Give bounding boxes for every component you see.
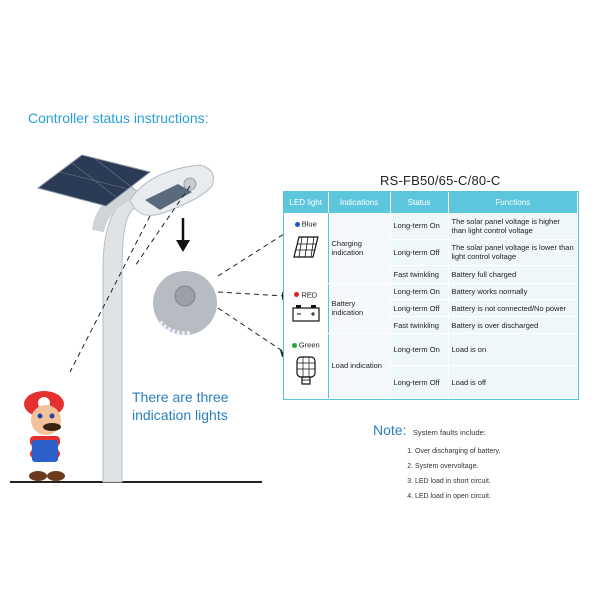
table-row: Fast twinkling Battery is over discharge… (284, 316, 578, 334)
status-cell: Long-term Off (390, 365, 449, 399)
table-row: Long-term Off Battery is not connected/N… (284, 299, 578, 318)
status-table: LED light Indications Status Functions B… (283, 191, 579, 400)
callout-text: There are three indication lights (132, 389, 229, 423)
table-row: Long-term Off Load is off (284, 365, 578, 399)
function-cell: Battery is over discharged (448, 316, 578, 334)
arrow-down-icon (176, 240, 190, 252)
status-cell: Long-term On (390, 333, 449, 367)
led-cell-green: Green (284, 333, 329, 400)
function-cell: Battery works normally (448, 283, 578, 301)
function-cell: Battery full charged (448, 265, 578, 284)
list-item: System overvoltage. (415, 459, 500, 474)
status-cell: Long-term Off (390, 299, 449, 318)
note-title: Note: (373, 422, 407, 438)
list-item: Over discharging of battery. (415, 444, 500, 459)
list-item: LED load in open circuit. (415, 489, 500, 504)
list-item: LED load in short circuit. (415, 474, 500, 489)
led-label: RED (301, 290, 318, 300)
led-label: Blue (301, 219, 317, 229)
red-dot-icon (294, 292, 300, 298)
status-cell: Long-term Off (390, 239, 449, 266)
page-title: Controller status instructions: (28, 110, 209, 126)
blue-dot-icon (294, 221, 300, 227)
indication-cell: Charging indication (328, 213, 391, 284)
note-subtitle: System faults include: (412, 428, 486, 437)
header-status: Status (390, 192, 449, 213)
table-row: RED Battery indication Long-term On Batt… (284, 283, 578, 334)
indicator-window (183, 177, 197, 191)
status-cell: Long-term On (390, 283, 449, 301)
led-cell-red: RED (284, 283, 329, 334)
function-cell: The solar panel voltage is lower than li… (448, 239, 578, 266)
solar-panel-icon (292, 235, 319, 258)
table-row: Green Load indication Long-term On Load … (284, 333, 578, 400)
header-indications: Indications (328, 192, 391, 213)
function-cell: The solar panel voltage is higher than l… (448, 213, 578, 240)
header-led-light: LED light (284, 192, 329, 213)
table-row: Blue Charging indication Long-term On Th… (284, 213, 578, 284)
header-functions: Functions (448, 192, 578, 213)
function-cell: Load is off (448, 365, 578, 399)
table-row: Fast twinkling Battery full charged (284, 265, 578, 284)
status-cell: Long-term On (390, 213, 449, 240)
indication-cell: Battery indication (328, 283, 391, 334)
green-dot-icon (291, 342, 297, 348)
table-row: Long-term Off The solar panel voltage is… (284, 239, 578, 266)
function-cell: Battery is not connected/No power (448, 299, 578, 318)
indication-cell: Load indication (328, 333, 391, 400)
note-section: Note: System faults include: Over discha… (373, 422, 500, 504)
status-cell: Fast twinkling (390, 265, 449, 284)
led-label: Green (298, 340, 320, 350)
model-number: RS-FB50/65-C/80-C (380, 173, 501, 188)
character-icon (20, 391, 70, 481)
status-cell: Fast twinkling (390, 316, 449, 334)
fault-list: Over discharging of battery. System over… (373, 444, 500, 504)
function-cell: Load is on (448, 333, 578, 367)
led-bulb-icon (296, 355, 316, 385)
battery-icon (292, 305, 320, 322)
table-header-row: LED light Indications Status Functions (284, 192, 578, 213)
led-cell-blue: Blue (284, 213, 329, 284)
